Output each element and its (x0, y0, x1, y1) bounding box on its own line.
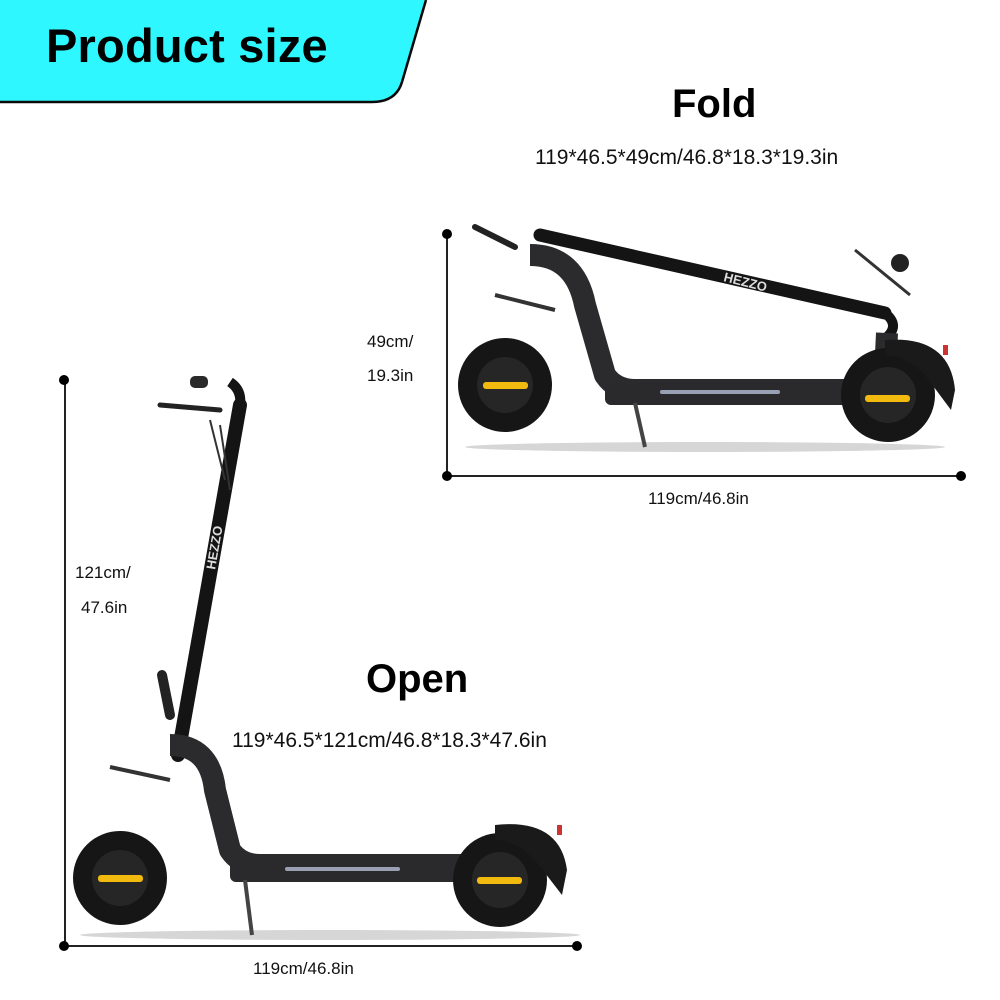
banner-shape (0, 0, 428, 104)
product-size-banner (0, 0, 440, 106)
fold-height-label-cm: 49cm/ (367, 332, 414, 351)
banner-title: Product size (46, 19, 328, 72)
open-height-label-cm: 121cm/ (75, 563, 131, 582)
fold-length-left-dot (442, 471, 452, 481)
fold-dimensions: 119*46.5*49cm/46.8*18.3*19.3in (535, 146, 839, 169)
open-length-right-dot (572, 941, 582, 951)
open-height-label-in: 47.6in (81, 598, 128, 617)
fold-title: Fold (672, 82, 757, 126)
open-title: Open (366, 657, 469, 701)
fold-length-label: 119cm/46.8in (648, 489, 749, 508)
open-length-label: 119cm/46.8in (253, 959, 354, 978)
fold-height-line (446, 234, 448, 478)
open-length-left-dot (59, 941, 69, 951)
open-height-line (64, 380, 66, 946)
fold-length-right-dot (956, 471, 966, 481)
open-scooter-image: HEZZO (70, 370, 590, 945)
fold-height-label-in: 19.3in (367, 366, 414, 385)
fold-length-line (446, 475, 962, 477)
open-brand-text: HEZZO (203, 525, 225, 571)
fold-height-top-dot (442, 229, 452, 239)
folded-scooter-image: HEZZO (455, 215, 965, 460)
open-dimensions: 119*46.5*121cm/46.8*18.3*47.6in (232, 729, 547, 752)
open-height-top-dot (59, 375, 69, 385)
fold-brand-text: HEZZO (722, 269, 768, 294)
open-length-line (64, 945, 578, 947)
